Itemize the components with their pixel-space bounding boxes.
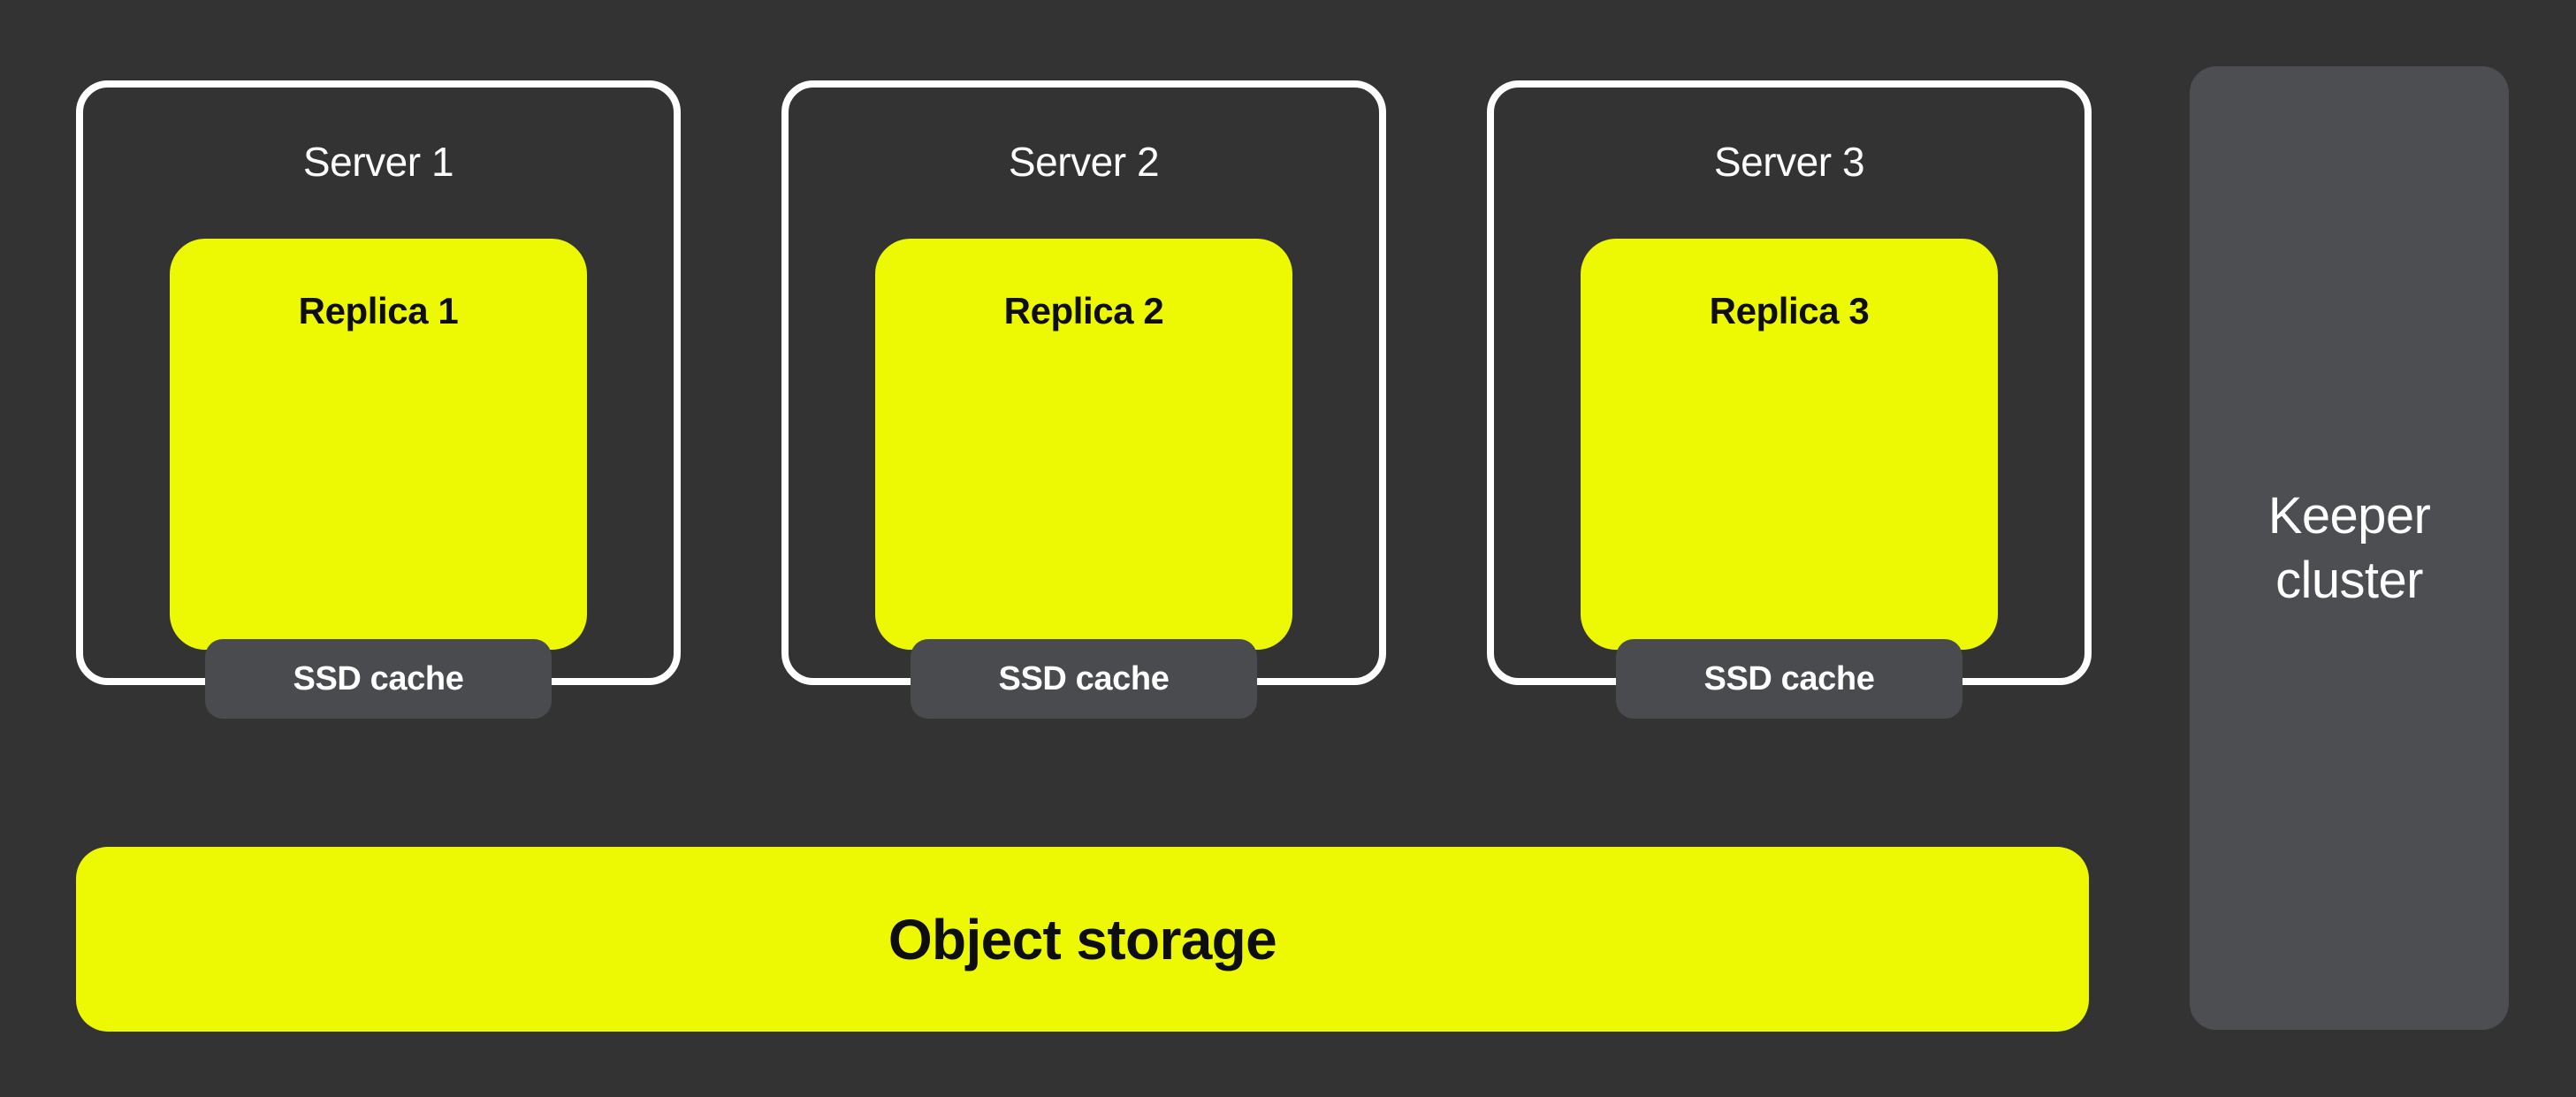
replica-2-box: Replica 2 [875, 239, 1292, 650]
server-3-title: Server 3 [1713, 139, 1865, 185]
server-1-title: Server 1 [302, 139, 454, 185]
server-1-box: Server 1 Replica 1 SSD cache [76, 80, 681, 719]
object-storage-box: Object storage [76, 847, 2089, 1032]
ssd-cache-2: SSD cache [911, 639, 1257, 719]
ssd-cache-3: SSD cache [1616, 639, 1962, 719]
ssd-cache-1: SSD cache [205, 639, 552, 719]
replica-3-label: Replica 3 [1709, 290, 1870, 331]
replica-1-box: Replica 1 [170, 239, 587, 650]
server-3-box: Server 3 Replica 3 SSD cache [1487, 80, 2092, 719]
replica-1-label: Replica 1 [298, 290, 459, 331]
replica-3-box: Replica 3 [1581, 239, 1998, 650]
server-2-box: Server 2 Replica 2 SSD cache [781, 80, 1386, 719]
server-2-title: Server 2 [1008, 139, 1160, 185]
replica-2-label: Replica 2 [1003, 290, 1164, 331]
keeper-cluster-box: Keeper cluster [2190, 66, 2509, 1030]
